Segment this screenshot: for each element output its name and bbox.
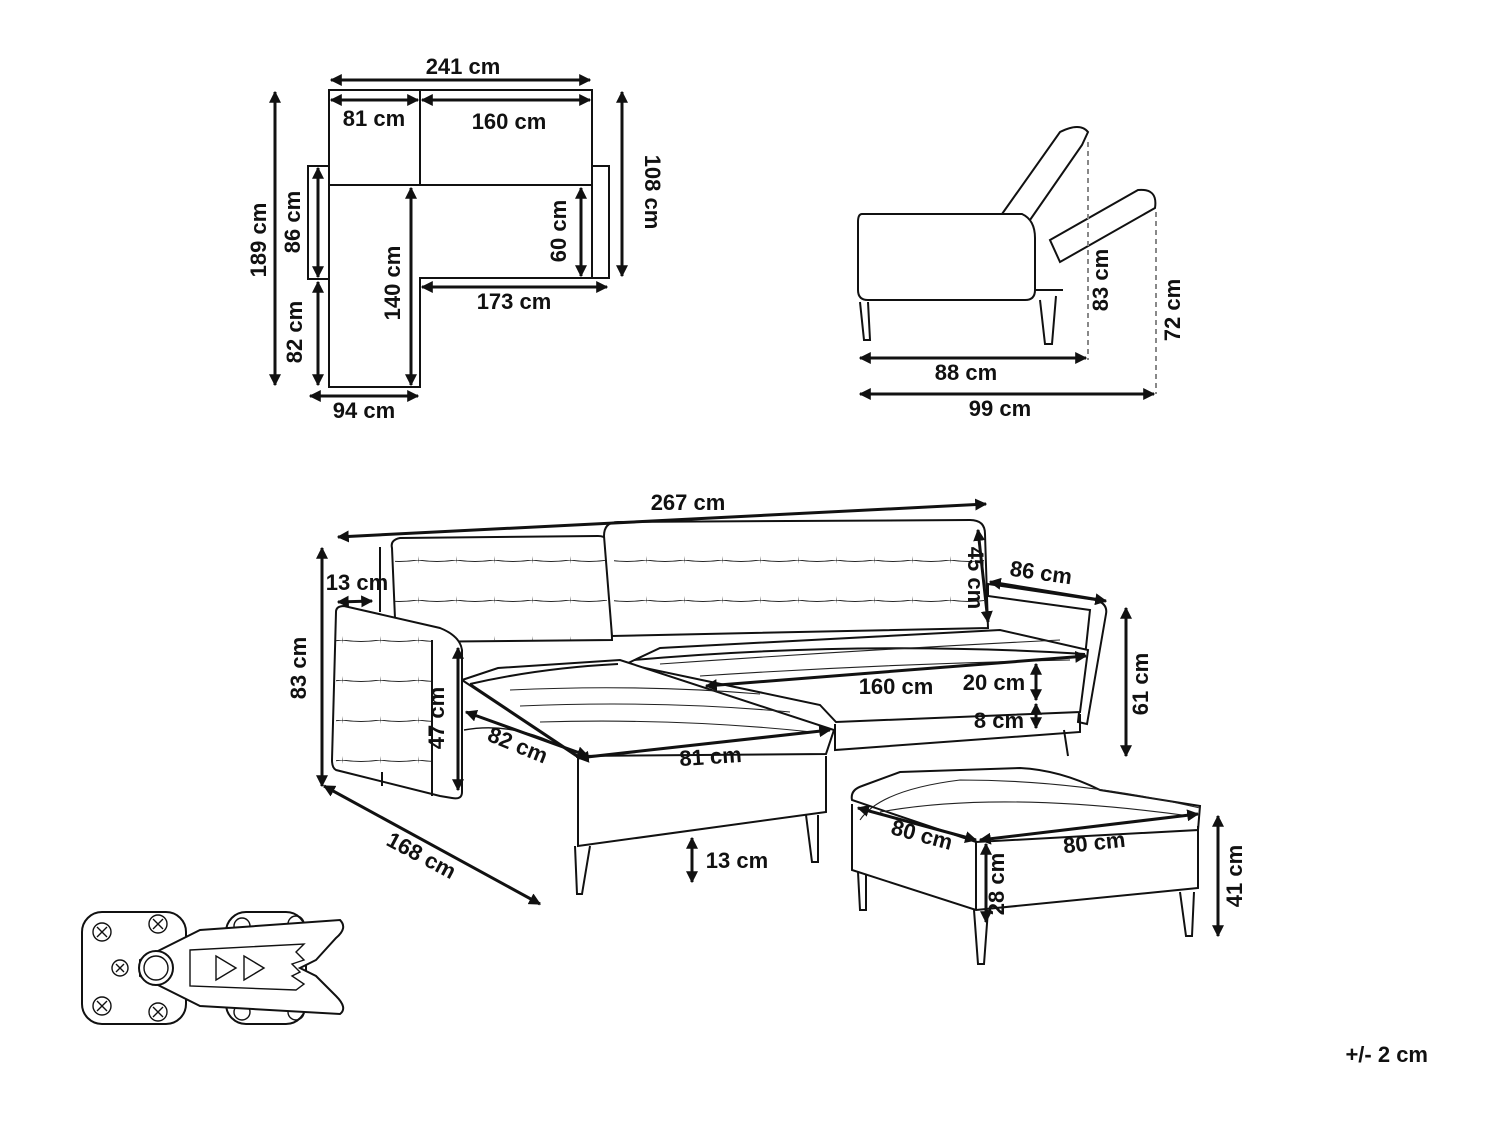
top-view-outline (307, 89, 610, 388)
main-view: 267 cm 13 cm 45 cm 86 cm 83 cm 47 cm 160… (286, 490, 1247, 965)
main-leg-height-label: 13 cm (706, 848, 768, 873)
top-chaise-length-label: 140 cm (380, 246, 405, 321)
main-arm-width-label: 13 cm (326, 570, 388, 595)
side-reclined-depth-label: 99 cm (969, 396, 1031, 421)
main-seat-height-label: 61 cm (1128, 653, 1153, 715)
main-arm-depth-label: 86 cm (1008, 556, 1073, 589)
top-armrest-depth-label: 86 cm (280, 191, 305, 253)
top-chaise-width-label: 81 cm (343, 106, 405, 131)
main-arm-height-label: 47 cm (424, 687, 449, 749)
hinge-bracket-icon (81, 911, 345, 1025)
tolerance-note: +/- 2 cm (1345, 1042, 1428, 1067)
top-chaise-extension-label: 82 cm (282, 301, 307, 363)
side-reclined-height-label: 72 cm (1160, 279, 1185, 341)
top-view: 241 cm 81 cm 160 cm 189 cm 86 cm 82 cm 1… (246, 54, 665, 423)
main-chaise-width-label: 81 cm (678, 742, 742, 771)
main-cushion-thickness-label: 20 cm (963, 670, 1025, 695)
main-seat-width-label: 160 cm (859, 674, 934, 699)
ottoman-total-height-label: 41 cm (1222, 845, 1247, 907)
main-total-height-label: 83 cm (286, 637, 311, 699)
top-total-depth-label: 189 cm (246, 203, 271, 278)
ottoman-drawing (850, 766, 1202, 965)
main-total-width-label: 267 cm (651, 490, 726, 515)
top-main-width-label: 160 cm (472, 109, 547, 134)
ottoman-width-label: 80 cm (1062, 827, 1127, 858)
top-chaise-total-width-label: 94 cm (333, 398, 395, 423)
ottoman-cushion-height-label: 28 cm (984, 853, 1009, 915)
side-back-height-label: 83 cm (1088, 249, 1113, 311)
side-seat-depth-label: 88 cm (935, 360, 997, 385)
side-view: 88 cm 99 cm 83 cm 72 cm (857, 126, 1185, 421)
main-base-height-label: 8 cm (974, 708, 1024, 733)
side-view-outline (857, 126, 1157, 345)
top-seat-length-label: 173 cm (477, 289, 552, 314)
main-total-length-label: 168 cm (383, 827, 461, 884)
main-back-cushion-label: 45 cm (963, 547, 988, 609)
top-total-width-label: 241 cm (426, 54, 501, 79)
top-seat-depth-label: 60 cm (546, 200, 571, 262)
top-overall-depth-label: 108 cm (640, 155, 665, 230)
